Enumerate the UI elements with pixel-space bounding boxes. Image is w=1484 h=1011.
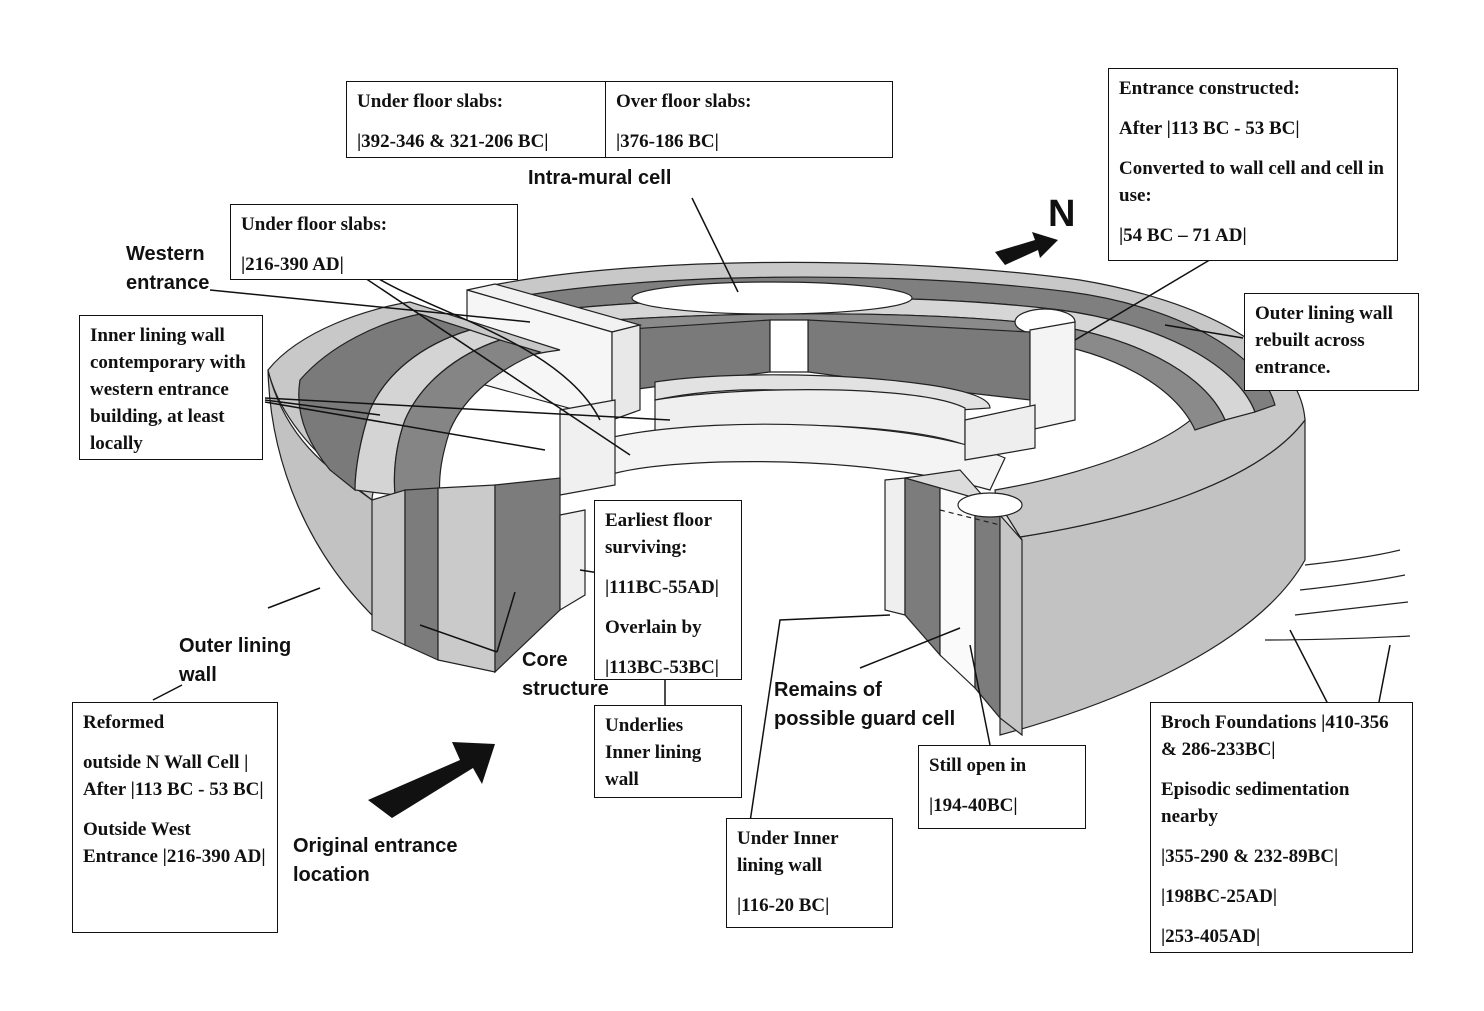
sediment-line-1	[1304, 549, 1401, 566]
episodic-sedimentation-text: Episodic sedimentation nearby	[1161, 779, 1350, 827]
western-entrance-side	[611, 324, 641, 421]
still-open-date: |194-40BC|	[929, 795, 1018, 816]
outer-lining-wall-label: Outer lining wall	[179, 635, 292, 686]
broch-model	[267, 261, 1411, 737]
sedimentation-date-2: |198BC-25AD|	[1161, 886, 1278, 907]
left-cut-dark	[404, 487, 439, 661]
guard-cell-dashed-line	[939, 509, 1001, 526]
inner-lining-box: Inner lining wall contemporary with west…	[79, 315, 263, 460]
left-cut-step	[559, 509, 586, 612]
entrance-constructed-date: After |113 BC - 53 BC|	[1119, 118, 1300, 139]
sediment-line-2	[1299, 574, 1406, 591]
core-structure-label: Core structure	[522, 649, 609, 700]
sediment-line-3	[1294, 601, 1409, 616]
over-floor-title: Over floor slabs:	[616, 91, 752, 112]
western-floor-title: Under floor slabs:	[241, 214, 388, 235]
original-entrance-label: Original entrance location	[293, 835, 458, 886]
still-open-text: Still open in	[929, 755, 1027, 776]
sediment-line-4	[1264, 635, 1411, 641]
under-floor-date: |392-346 & 321-206 BC|	[357, 131, 549, 152]
right-cut-light-step	[884, 477, 906, 616]
reformed-west-entrance: Outside West Entrance |216-390 AD|	[83, 819, 266, 867]
under-floor-title: Under floor slabs:	[357, 91, 504, 112]
under-inner-box: Under Inner lining wall |116-20 BC|	[726, 818, 893, 928]
left-cut-dark2	[494, 477, 561, 674]
inner-lining-text: Inner lining wall contemporary with west…	[90, 325, 246, 454]
underlies-box: Underlies Inner lining wall	[594, 705, 742, 798]
right-cut-light	[999, 502, 1023, 737]
intramural-cell-opening	[631, 281, 913, 315]
broch-foundations-text: Broch Foundations |410-356 & 286-233BC|	[1161, 712, 1389, 760]
intramural-cell-label: Intra-mural cell	[528, 167, 672, 189]
entrance-step	[559, 399, 616, 496]
western-floor-box: Under floor slabs: |216-390 AD|	[230, 204, 518, 280]
reformed-box: Reformed outside N Wall Cell | After |11…	[72, 702, 278, 933]
entrance-constructed-title: Entrance constructed:	[1119, 78, 1300, 99]
overlain-by-text: Overlain by	[605, 617, 702, 638]
reformed-title: Reformed	[83, 712, 165, 733]
guard-cell-opening	[957, 492, 1023, 518]
under-floor-column: Under floor slabs: |392-346 & 321-206 BC…	[347, 82, 606, 157]
gap-slot	[769, 319, 809, 373]
sedimentation-date-1: |355-290 & 232-89BC|	[1161, 846, 1339, 867]
earliest-floor-date: |111BC-55AD|	[605, 577, 719, 598]
over-floor-column: Over floor slabs: |376-186 BC|	[606, 82, 892, 157]
earliest-floor-title: Earliest floor surviving:	[605, 510, 712, 558]
right-cut-dark	[904, 477, 941, 657]
western-floor-date: |216-390 AD|	[241, 254, 344, 275]
over-floor-date: |376-186 BC|	[616, 131, 719, 152]
original-entrance-arrow-icon	[368, 742, 495, 818]
converted-wall-cell-date: |54 BC – 71 AD|	[1119, 225, 1247, 246]
western-entrance-label: Western entrance	[126, 243, 210, 294]
sedimentation-date-3: |253-405AD|	[1161, 926, 1261, 947]
under-inner-text: Under Inner lining wall	[737, 828, 839, 876]
north-arrow-icon	[995, 232, 1058, 265]
underlies-text: Underlies Inner lining wall	[605, 715, 702, 790]
north-entrance-step	[964, 404, 1036, 461]
still-open-box: Still open in |194-40BC|	[918, 745, 1086, 829]
earliest-floor-box: Earliest floor surviving: |111BC-55AD| O…	[594, 500, 742, 680]
intramural-floor-box: Under floor slabs: |392-346 & 321-206 BC…	[346, 81, 893, 158]
left-cut-light	[371, 489, 406, 646]
left-cut-light2	[437, 484, 496, 673]
outer-rebuilt-text: Outer lining wall rebuilt across entranc…	[1255, 303, 1393, 378]
guard-cell-label: Remains of possible guard cell	[774, 679, 956, 730]
under-inner-date: |116-20 BC|	[737, 895, 830, 916]
inner-ledge-top	[654, 374, 991, 411]
reformed-north-cell: outside N Wall Cell | After |113 BC - 53…	[83, 752, 264, 800]
north-entrance-block	[1029, 321, 1076, 431]
north-label: N	[1048, 193, 1076, 235]
left-ring-band-dark2	[393, 339, 542, 501]
outer-rebuilt-box: Outer lining wall rebuilt across entranc…	[1244, 293, 1419, 391]
right-cut-dark2	[974, 491, 1001, 720]
broch-foundations-box: Broch Foundations |410-356 & 286-233BC| …	[1150, 702, 1413, 953]
court-floor	[599, 423, 1006, 491]
leader-lines	[152, 197, 1391, 823]
overlain-by-date: |113BC-53BC|	[605, 657, 719, 678]
converted-wall-cell-text: Converted to wall cell and cell in use:	[1119, 158, 1384, 206]
entrance-constructed-box: Entrance constructed: After |113 BC - 53…	[1108, 68, 1398, 261]
